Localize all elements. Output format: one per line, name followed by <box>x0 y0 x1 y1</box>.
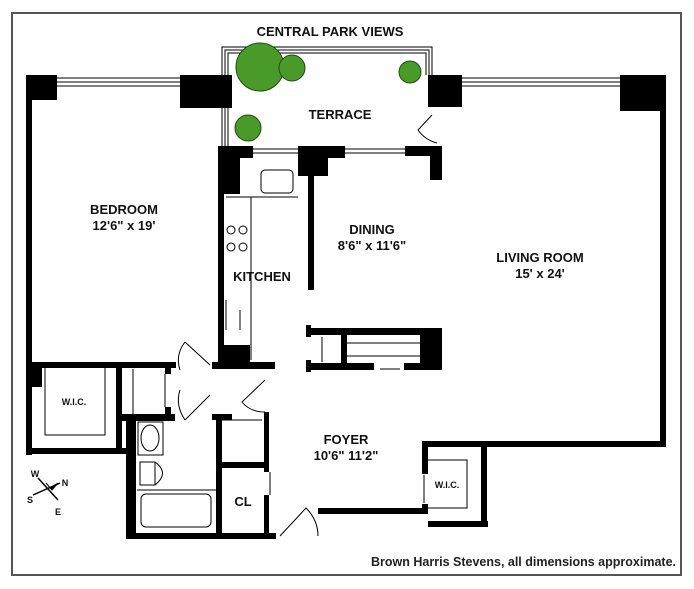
walls <box>26 75 666 539</box>
outer-frame <box>11 12 682 576</box>
trees <box>234 42 422 142</box>
compass-icon <box>32 477 61 501</box>
credit-text: Brown Harris Stevens, all dimensions app… <box>371 555 676 569</box>
tree-icon <box>234 114 262 142</box>
compass-e: E <box>54 507 62 517</box>
tree-icon <box>398 60 422 84</box>
view-title: CENTRAL PARK VIEWS <box>256 24 404 39</box>
compass-s: S <box>26 495 34 505</box>
tree-icon <box>235 42 285 92</box>
closet-label: CL <box>234 494 252 509</box>
compass-w: W <box>30 469 40 479</box>
compass-n: N <box>61 478 69 488</box>
tree-icon <box>278 54 306 82</box>
fixtures <box>44 46 620 537</box>
foyer-wic-label: W.I.C. <box>434 480 460 490</box>
kitchen-label: KITCHEN <box>233 269 291 284</box>
bedroom-wic-label: W.I.C. <box>61 397 87 407</box>
terrace-label: TERRACE <box>308 107 372 122</box>
